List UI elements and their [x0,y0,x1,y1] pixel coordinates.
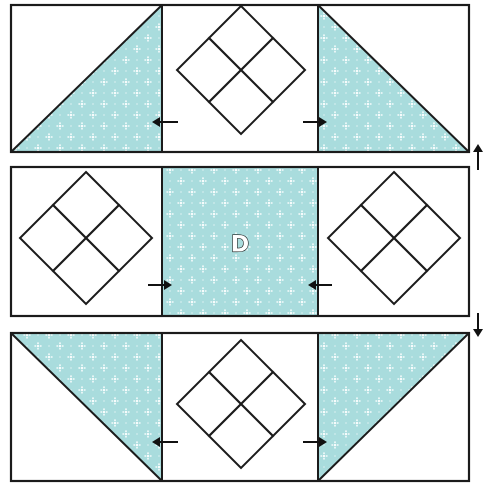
bottom-center-four-patch [177,340,305,468]
four-patch-yellow-left [328,205,394,271]
four-patch-yellow-right [394,205,460,271]
four-patch-yellow-bottom [209,70,273,134]
four-patch-red-bottom [361,238,427,304]
four-patch-red-top [53,172,119,238]
middle-left-four-patch [20,172,152,304]
row-pressing-arrow-up [473,144,483,170]
middle-right-four-patch [328,172,460,304]
four-patch-yellow-left [20,205,86,271]
four-patch-red-right [241,38,305,102]
four-patch-red-bottom [53,238,119,304]
bottom-left-half-square-triangle [11,333,162,481]
bottom-right-half-square-triangle [318,333,469,481]
row-pressing-arrow-down [473,313,483,337]
center-unit-label: D [231,233,249,258]
four-patch-yellow-right [86,205,152,271]
middle-row: D [11,167,469,316]
bottom-row [11,333,469,481]
top-row [11,5,469,152]
top-right-half-square-triangle [318,5,469,152]
four-patch-yellow-top [209,340,273,404]
four-patch-red-left [177,38,241,102]
four-patch-yellow-bottom [209,404,273,468]
four-patch-red-left [177,372,241,436]
top-left-half-square-triangle [11,5,162,152]
four-patch-red-top [361,172,427,238]
top-center-four-patch [177,6,305,134]
four-patch-red-right [241,372,305,436]
four-patch-yellow-top [209,6,273,70]
